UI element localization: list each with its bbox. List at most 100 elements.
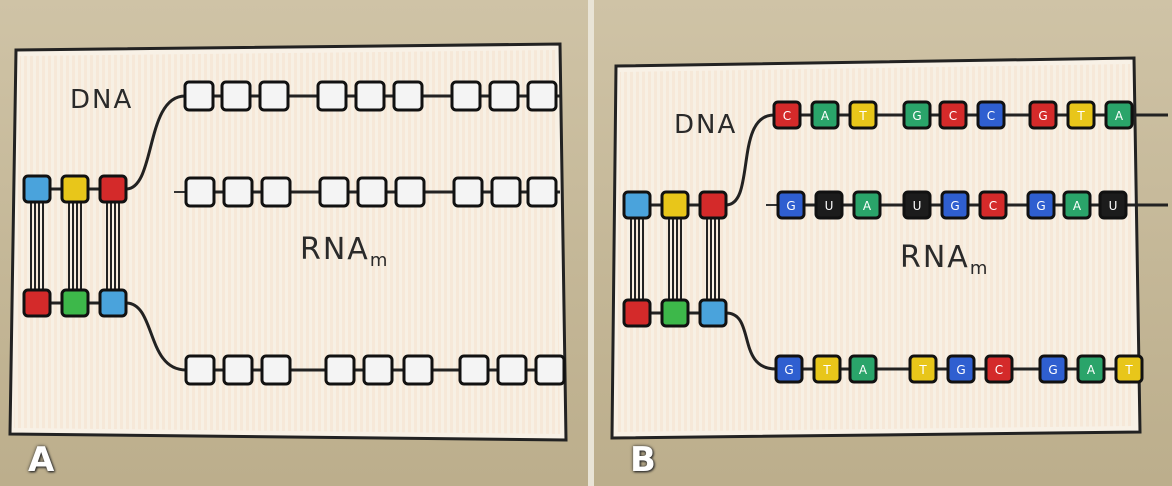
rna-label-subscript: m <box>969 258 990 279</box>
nucleotide-letter: C <box>989 199 997 213</box>
nucleotide-letter: G <box>1036 199 1045 213</box>
strand-curve <box>725 311 777 371</box>
nucleotide-box <box>812 354 842 384</box>
nucleotide-box <box>984 354 1014 384</box>
strand-curve <box>125 94 186 191</box>
nucleotide-box <box>534 354 566 386</box>
nucleotide-box <box>458 354 490 386</box>
nucleotide-box <box>1028 100 1058 130</box>
dna-label: DNA <box>70 85 134 115</box>
nucleotide-box <box>848 100 878 130</box>
nucleotide-box <box>810 100 840 130</box>
dna-base-lower <box>622 298 652 328</box>
nucleotide-box <box>1038 354 1068 384</box>
dna-base-lower <box>660 298 690 328</box>
nucleotide-box <box>1066 100 1096 130</box>
nucleotide-letter: C <box>949 109 957 123</box>
rna-label: RNAm <box>900 240 989 279</box>
nucleotide-box <box>772 100 802 130</box>
nucleotide-boxes <box>22 80 566 386</box>
nucleotide-box <box>526 80 558 112</box>
nucleotide-letter: C <box>783 109 791 123</box>
nucleotide-letter: A <box>863 199 872 213</box>
nucleotide-box <box>183 80 215 112</box>
nucleotide-box <box>394 176 426 208</box>
nucleotide-box <box>1076 354 1106 384</box>
nucleotide-letter: T <box>918 363 927 377</box>
nucleotide-box <box>902 190 932 220</box>
strand-curve <box>725 113 775 207</box>
nucleotide-letter: T <box>858 109 867 123</box>
nucleotide-letter: T <box>822 363 831 377</box>
nucleotide-box <box>848 354 878 384</box>
nucleotide-box <box>908 354 938 384</box>
dna-base-upper <box>22 174 52 204</box>
nucleotide-box <box>354 80 386 112</box>
panel-letter: B <box>630 440 656 480</box>
nucleotide-box <box>814 190 844 220</box>
rna-label: RNAm <box>300 232 389 271</box>
nucleotide-box <box>452 176 484 208</box>
nucleotide-box <box>938 100 968 130</box>
dna-base-lower <box>698 298 728 328</box>
nucleotide-box <box>852 190 882 220</box>
nucleotide-letter: G <box>950 199 959 213</box>
nucleotide-box <box>356 176 388 208</box>
nucleotide-letter: G <box>956 363 965 377</box>
rna-label-text: RNA <box>300 232 370 267</box>
nucleotide-box <box>526 176 558 208</box>
dna-base-upper <box>98 174 128 204</box>
nucleotide-box <box>490 176 522 208</box>
nucleotide-letter: A <box>1073 199 1082 213</box>
nucleotide-box <box>260 176 292 208</box>
dna-base-lower <box>60 288 90 318</box>
panel-divider <box>588 0 594 486</box>
nucleotide-box <box>222 354 254 386</box>
nucleotide-box <box>450 80 482 112</box>
nucleotide-letter: U <box>825 199 834 213</box>
nucleotide-box <box>318 176 350 208</box>
nucleotide-box <box>392 80 424 112</box>
strand-curve <box>125 301 187 372</box>
nucleotide-box <box>1026 190 1056 220</box>
dna-base-upper <box>622 190 652 220</box>
nucleotide-box <box>976 100 1006 130</box>
nucleotide-letter: G <box>786 199 795 213</box>
nucleotide-letter: A <box>859 363 868 377</box>
dna-base-lower <box>98 288 128 318</box>
nucleotide-box <box>1062 190 1092 220</box>
nucleotide-letter: A <box>1087 363 1096 377</box>
nucleotide-box <box>258 80 290 112</box>
nucleotide-letter: A <box>1115 109 1124 123</box>
nucleotide-letter: G <box>912 109 921 123</box>
rna-label-subscript: m <box>369 250 390 271</box>
nucleotide-box <box>1114 354 1144 384</box>
dna-label: DNA <box>674 110 738 140</box>
panel-letter: A <box>28 440 55 480</box>
nucleotide-box <box>978 190 1008 220</box>
dna-base-upper <box>60 174 90 204</box>
dna-base-upper <box>698 190 728 220</box>
dna-base-lower <box>22 288 52 318</box>
nucleotide-box <box>776 190 806 220</box>
nucleotide-letter: C <box>987 109 995 123</box>
board-a <box>8 42 568 442</box>
nucleotide-letter: T <box>1124 363 1133 377</box>
nucleotide-box <box>946 354 976 384</box>
nucleotide-box <box>1104 100 1134 130</box>
nucleotide-letter: G <box>784 363 793 377</box>
nucleotide-box <box>324 354 356 386</box>
nucleotide-letter: G <box>1038 109 1047 123</box>
nucleotide-box <box>402 354 434 386</box>
panel-a: DNA RNAm A <box>8 42 568 480</box>
nucleotide-letter: T <box>1076 109 1085 123</box>
nucleotide-box <box>260 354 292 386</box>
rna-label-text: RNA <box>900 240 970 275</box>
nucleotide-box <box>488 80 520 112</box>
nucleotide-letter: A <box>821 109 830 123</box>
nucleotide-box <box>184 354 216 386</box>
nucleotide-letter: C <box>995 363 1003 377</box>
